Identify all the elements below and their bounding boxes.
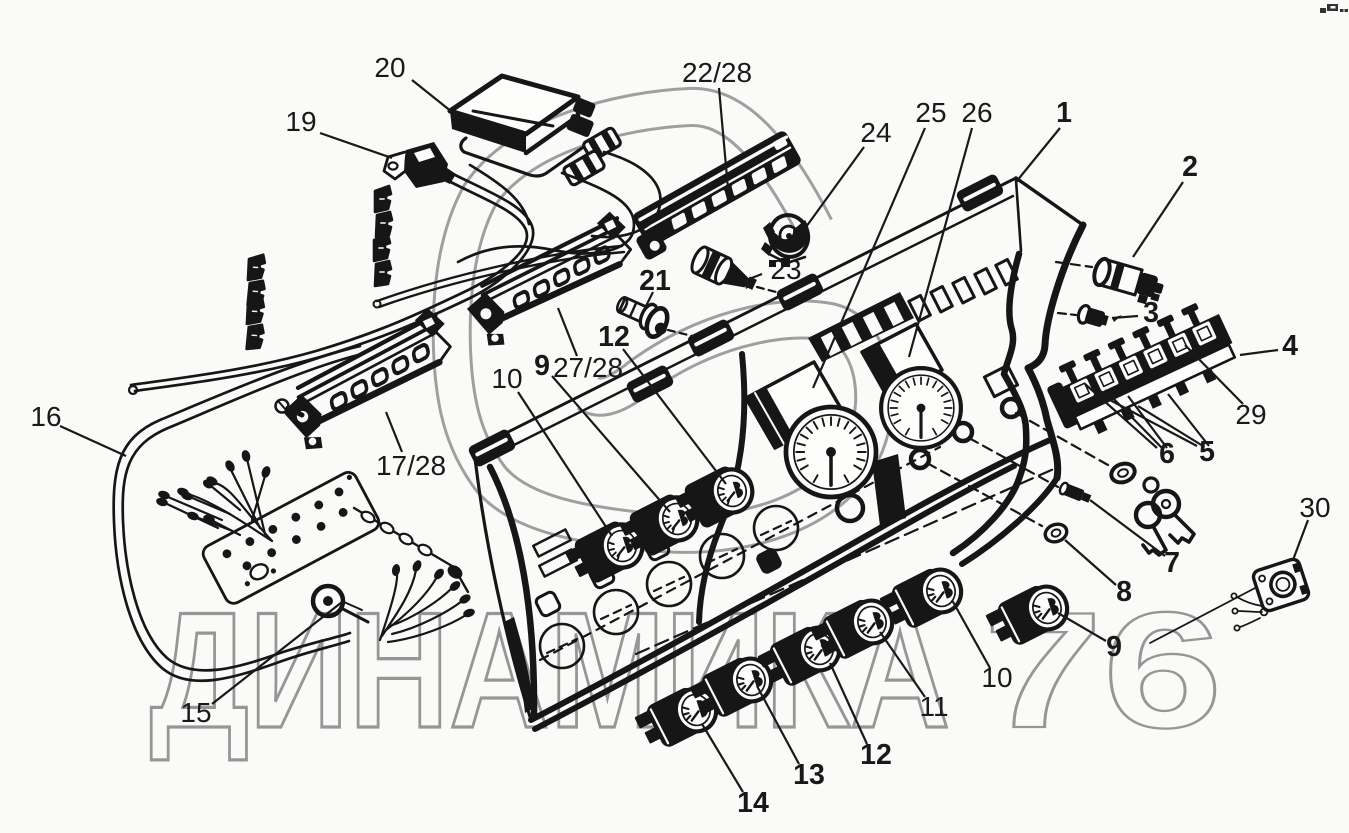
svg-text:26: 26 [961, 97, 992, 128]
svg-text:24: 24 [860, 117, 891, 148]
svg-text:17/28: 17/28 [376, 450, 446, 481]
svg-text:30: 30 [1299, 492, 1330, 523]
svg-text:5: 5 [1199, 436, 1215, 468]
svg-text:25: 25 [915, 97, 946, 128]
svg-text:8: 8 [1116, 576, 1132, 608]
svg-text:19: 19 [285, 106, 316, 137]
svg-text:20: 20 [374, 52, 405, 83]
svg-text:2: 2 [1182, 151, 1198, 183]
svg-text:14: 14 [737, 787, 769, 819]
svg-text:1: 1 [1056, 97, 1072, 129]
svg-text:22/28: 22/28 [682, 57, 752, 88]
svg-text:27/28: 27/28 [553, 352, 623, 383]
svg-text:16: 16 [30, 401, 61, 432]
svg-text:11: 11 [919, 691, 948, 722]
svg-text:9: 9 [534, 350, 550, 382]
svg-text:13: 13 [793, 759, 825, 791]
svg-text:15: 15 [180, 697, 211, 728]
svg-text:10: 10 [491, 363, 522, 394]
svg-text:6: 6 [1159, 438, 1175, 470]
svg-text:10: 10 [981, 662, 1012, 693]
svg-text:7: 7 [1164, 547, 1180, 579]
svg-text:3: 3 [1143, 297, 1159, 329]
svg-text:21: 21 [639, 265, 671, 297]
svg-text:9: 9 [1106, 631, 1122, 663]
svg-text:4: 4 [1282, 330, 1298, 362]
svg-text:12: 12 [598, 321, 630, 353]
svg-text:29: 29 [1235, 399, 1266, 430]
svg-text:23: 23 [770, 254, 801, 285]
svg-text:12: 12 [860, 739, 892, 771]
svg-text:ДИНАМИКА: ДИНАМИКА [150, 579, 950, 763]
